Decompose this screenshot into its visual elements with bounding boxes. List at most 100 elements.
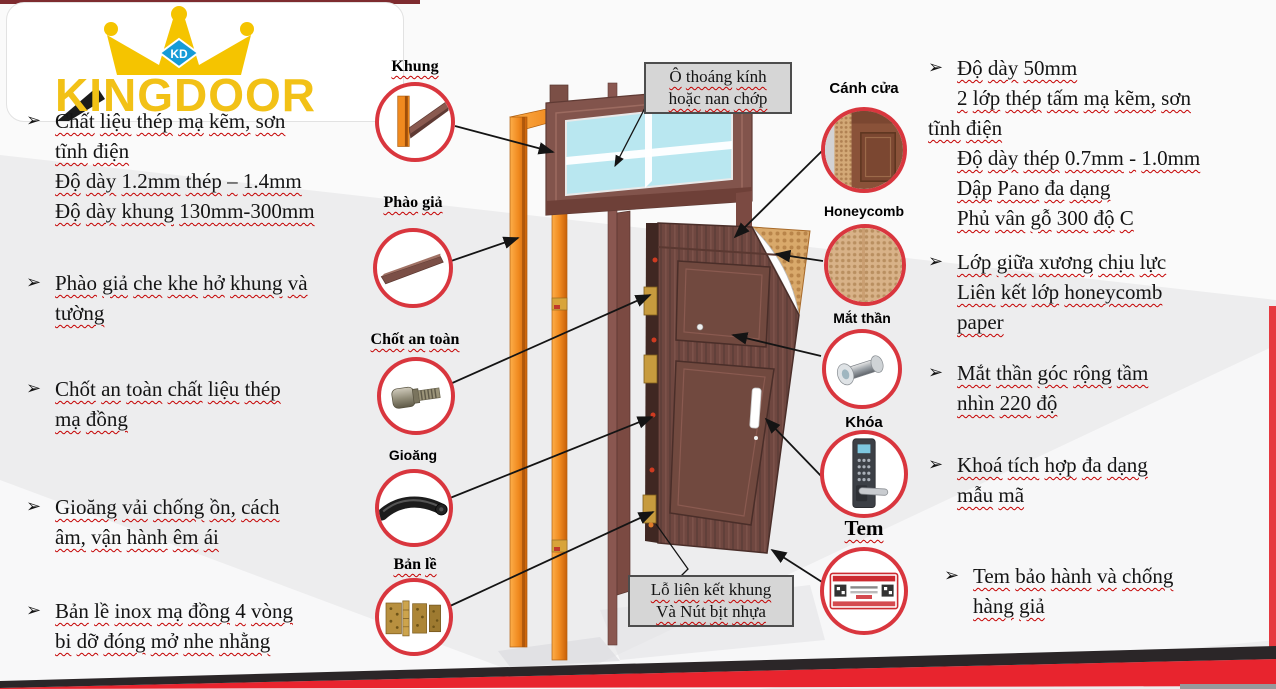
feature-gioang: ➢ Gioăng vải chống ồn, cách âm, vận hành… [26, 492, 280, 552]
khung-icon [397, 95, 449, 147]
bullet-icon: ➢ [26, 496, 42, 517]
label-chot-an-toan: Chốt an toàn [370, 331, 460, 348]
callout-box-transom: Ô thoáng kính hoặc nan chớp [644, 62, 792, 114]
callout-khung [375, 82, 455, 162]
feature-line: nhìn 220 độ [957, 391, 1058, 415]
label-mat-than: Mắt thần [833, 310, 891, 326]
feature-text: Chốt an toàn chất liệu thép mạ đồng [55, 374, 281, 434]
feature-line: Độ dày khung 130mm-300mm [55, 199, 315, 223]
feature-line: Chốt an toàn chất liệu thép [55, 377, 281, 401]
feature-line: mạ đồng [55, 407, 128, 431]
feature-line: Chất liệu thép mạ kẽm, sơn [55, 109, 286, 133]
svg-text:KD: KD [170, 47, 188, 61]
feature-chot-an-toan: ➢ Chốt an toàn chất liệu thép mạ đồng [26, 374, 281, 434]
feature-line: Mắt thần góc rộng tầm [957, 361, 1149, 385]
label-honeycomb: Honeycomb [823, 203, 905, 219]
feature-text: Chất liệu thép mạ kẽm, sơn tĩnh điện Độ … [55, 106, 315, 226]
label-phao-gia: Phào giả [383, 194, 443, 211]
brand-name: KINGDOOR [55, 69, 316, 121]
feature-phao-gia: ➢ Phào giả che khe hở khung và tường [26, 268, 308, 328]
feature-material: ➢ Chất liệu thép mạ kẽm, sơn tĩnh điện Đ… [26, 106, 315, 226]
right-edge-accent [1269, 306, 1276, 659]
gioang-icon [379, 496, 448, 521]
feature-line: Độ dày 50mm [957, 56, 1078, 80]
peephole-dot [696, 323, 704, 331]
feature-text: Gioăng vải chống ồn, cách âm, vận hành ê… [55, 492, 280, 552]
feature-text: Mắt thần góc rộng tầm nhìn 220 độ [957, 358, 1148, 418]
callout-box-line: hoặc nan chớp [668, 89, 768, 108]
feature-line: Tem bảo hành và chống [973, 564, 1174, 588]
feature-line: Phào giả che khe hở khung và [55, 271, 308, 295]
feature-line: hàng giả [973, 594, 1045, 618]
callout-honeycomb [824, 224, 906, 306]
kingdoor-logo: KD KINGDOOR [55, 6, 316, 121]
bullet-icon: ➢ [928, 362, 944, 383]
feature-line: tường [55, 301, 105, 325]
feature-line: Bản lề inox mạ đồng 4 vòng [55, 599, 293, 623]
feature-line: mẫu mã [957, 483, 1025, 507]
callout-box-line: Ô thoáng kính [669, 67, 767, 86]
feature-line: Dập Pano đa dạng [957, 176, 1111, 200]
feature-line: tĩnh điện [928, 116, 1003, 140]
callout-canh-cua [821, 107, 907, 193]
label-ban-le: Bản lề [393, 556, 437, 573]
feature-line: âm, vận hành êm ái [55, 525, 219, 549]
label-tem: Tem [844, 516, 884, 540]
callout-box-frame-holes: Lỗ liên kết khung Và Nút bịt nhựa [628, 575, 794, 627]
feature-line: Độ dày thép 0.7mm - 1.0mm [957, 146, 1201, 170]
feature-thickness: ➢ Độ dày 50mm 2 lớp thép tấm mạ kẽm, sơn… [928, 53, 1200, 233]
callout-mat-than [822, 329, 902, 409]
phao-gia-icon [380, 253, 444, 285]
transom-window [545, 84, 753, 216]
canh-cua-icon [825, 111, 903, 189]
bullet-icon: ➢ [26, 600, 42, 621]
feature-text: Tem bảo hành và chống hàng giả [973, 561, 1173, 621]
feature-text: Độ dày 50mm 2 lớp thép tấm mạ kẽm, sơn t… [928, 53, 1201, 233]
callout-tem [820, 547, 908, 635]
feature-text: Bản lề inox mạ đồng 4 vòng bi dỡ đóng mở… [55, 596, 293, 656]
door-handle [749, 387, 762, 429]
feature-line: bi dỡ đóng mở nhe nhằng [55, 629, 271, 653]
bullet-icon: ➢ [928, 57, 944, 78]
feature-line: tĩnh điện [55, 139, 130, 163]
chot-an-toan-icon [391, 386, 441, 409]
crown-icon: KD [104, 6, 254, 75]
feature-peephole: ➢ Mắt thần góc rộng tầm nhìn 220 độ [928, 358, 1148, 418]
bullet-icon: ➢ [26, 272, 42, 293]
label-khung: Khung [391, 58, 439, 75]
callout-ban-le [375, 578, 453, 656]
label-canh-cua: Cánh cửa [829, 80, 899, 97]
feature-warranty-stamp: ➢ Tem bảo hành và chống hàng giả [944, 561, 1173, 621]
feature-line: paper [957, 310, 1004, 334]
callout-phao-gia [373, 228, 453, 308]
bullet-icon: ➢ [928, 251, 944, 272]
callout-box-line: Và Nút bịt nhựa [656, 602, 766, 621]
feature-lock: ➢ Khoá tích hợp đa dạng mẫu mã [928, 450, 1148, 510]
feature-line: Độ dày 1.2mm thép – 1.4mm [55, 169, 302, 193]
feature-honeycomb-core: ➢ Lớp giữa xương chịu lực Liên kết lớp h… [928, 247, 1166, 337]
feature-line: Liên kết lớp honeycomb [957, 280, 1163, 304]
callout-gioang [375, 469, 453, 547]
feature-line: Khoá tích hợp đa dạng [957, 453, 1148, 477]
feature-text: Phào giả che khe hở khung và tường [55, 268, 308, 328]
feature-line: Lớp giữa xương chịu lực [957, 250, 1167, 274]
bullet-icon: ➢ [26, 110, 42, 131]
feature-text: Khoá tích hợp đa dạng mẫu mã [957, 450, 1148, 510]
bullet-icon: ➢ [928, 454, 944, 475]
feature-line: Gioăng vải chống ồn, cách [55, 495, 280, 519]
feature-line: 2 lớp thép tấm mạ kẽm, sơn [957, 86, 1191, 110]
callout-box-line: Lỗ liên kết khung [650, 580, 772, 599]
logo-shard [57, 87, 105, 121]
frame-left-jamb [616, 210, 631, 596]
label-khoa: Khóa [845, 414, 883, 431]
callout-chot-an-toan [377, 357, 455, 435]
feature-text: Lớp giữa xương chịu lực Liên kết lớp hon… [957, 247, 1166, 337]
callout-khoa [820, 430, 908, 518]
bullet-icon: ➢ [944, 565, 960, 586]
tem-icon [829, 572, 899, 610]
door-leaf [642, 222, 800, 554]
label-gioang: Gioăng [388, 447, 438, 463]
ban-le-icon [385, 600, 441, 637]
mat-than-icon [836, 355, 884, 386]
